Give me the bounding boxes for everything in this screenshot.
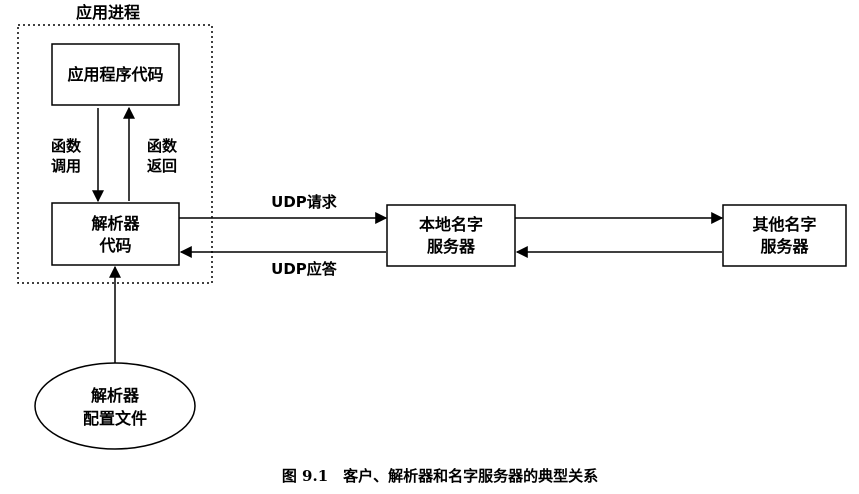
function-return-label-line2: 返回 <box>147 157 177 175</box>
udp-request-label: UDP请求 <box>271 193 338 211</box>
resolver-code-label-line2: 代码 <box>98 236 131 255</box>
function-call-label-line1: 函数 <box>51 137 82 155</box>
resolver-config-file-ellipse <box>34 362 196 450</box>
local-name-server-label-line1: 本地名字 <box>419 215 483 234</box>
local-name-server-box <box>386 204 516 267</box>
resolver-code-box <box>51 202 180 266</box>
resolver-code-label-line1: 解析器 <box>91 214 140 233</box>
application-process-label: 应用进程 <box>76 3 140 22</box>
resolver-config-file-label-line2: 配置文件 <box>83 409 147 428</box>
resolver-config-file-label-line1: 解析器 <box>91 386 140 405</box>
figure-caption: 图 9.1 客户、解析器和名字服务器的典型关系 <box>282 467 598 485</box>
function-call-label-line2: 调用 <box>51 157 81 175</box>
application-process-boundary <box>17 24 213 284</box>
other-name-server-label-line1: 其他名字 <box>752 215 816 234</box>
function-return-label-line1: 函数 <box>147 137 178 155</box>
application-code-box <box>51 43 180 106</box>
application-code-label: 应用程序代码 <box>67 65 163 84</box>
local-name-server-label-line2: 服务器 <box>427 237 476 256</box>
other-name-server-box <box>722 204 847 267</box>
udp-reply-label: UDP应答 <box>271 260 338 278</box>
other-name-server-label-line2: 服务器 <box>760 237 809 256</box>
